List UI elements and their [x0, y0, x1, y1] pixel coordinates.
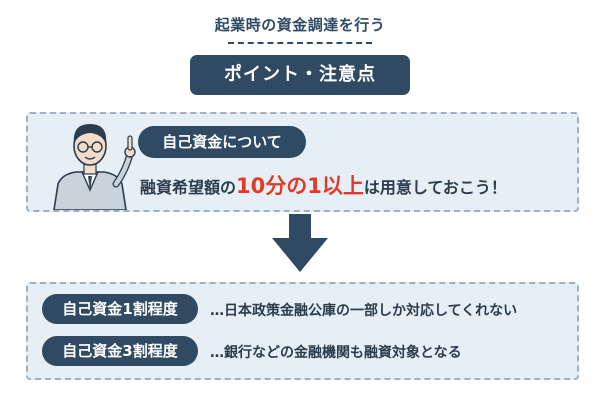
main-title: ポイント・注意点 [190, 55, 410, 95]
down-arrow-icon [272, 214, 328, 272]
subtitle-divider [228, 42, 372, 44]
point-statement: 融資希望額の10分の1以上は用意しておこう！ [140, 170, 507, 200]
point-panel: 自己資金について 融資希望額の10分の1以上は用意しておこう！ [26, 112, 579, 212]
condition-tag: 自己資金1割程度 [42, 294, 198, 324]
statement-lead: 融資希望額の [140, 178, 237, 197]
condition-description: …日本政策金融公庫の一部しか対応してくれない [210, 303, 518, 319]
businessman-illustration [53, 124, 136, 210]
statement-tail: は用意しておこう！ [363, 178, 507, 197]
self-funds-tag: 自己資金について [138, 126, 306, 158]
condition-tag: 自己資金3割程度 [42, 336, 198, 366]
subtitle: 起業時の資金調達を行う [214, 16, 386, 34]
condition-description: …銀行などの金融機関も融資対象となる [210, 345, 462, 361]
conditions-panel: 自己資金1割程度 …日本政策金融公庫の一部しか対応してくれない 自己資金3割程度… [26, 282, 579, 380]
statement-highlight: 10分の1以上 [236, 174, 364, 198]
